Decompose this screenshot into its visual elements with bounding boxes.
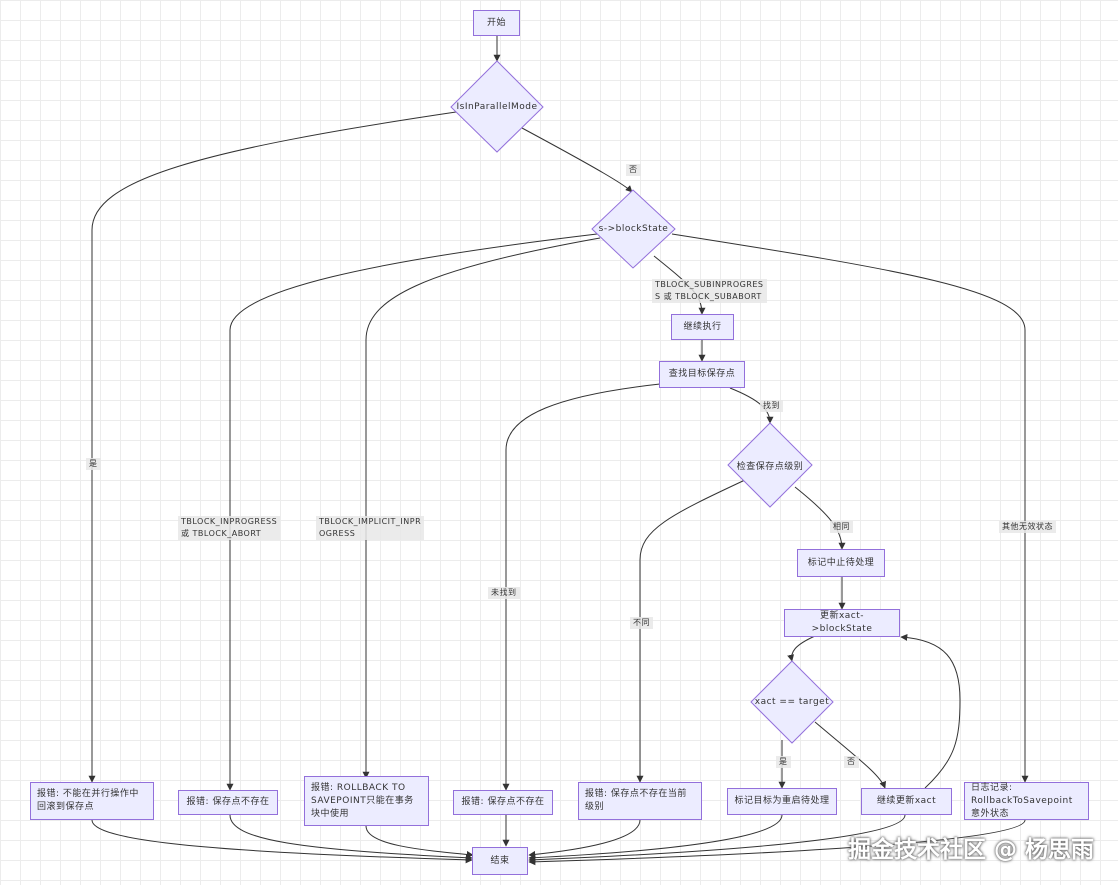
node-start: 开始 bbox=[473, 10, 520, 36]
edge-parallel-no bbox=[521, 127, 633, 193]
edge-check-diff bbox=[636, 479, 746, 783]
edge-update-loop bbox=[787, 635, 816, 662]
edge-state-other bbox=[671, 233, 1029, 783]
node-end: 结束 bbox=[472, 847, 528, 875]
decision-label-xact-target: xact == target bbox=[754, 697, 830, 707]
node-err-not-current-level: 报错: 保存点不存在当前级别 bbox=[578, 782, 702, 820]
edge-continue-back bbox=[900, 633, 961, 789]
edge-check-same bbox=[794, 486, 846, 550]
edge-restart-end bbox=[528, 814, 783, 862]
diamond-block-state bbox=[591, 189, 676, 269]
edge-err2-end bbox=[229, 814, 473, 862]
node-mark-abort-pending: 标记中止待处理 bbox=[797, 549, 885, 577]
decision-label-check-level: 检查保存点级别 bbox=[736, 461, 804, 472]
node-mark-restart-pending: 标记目标为重启待处理 bbox=[727, 788, 837, 815]
decision-label-block-state: s->blockState bbox=[598, 224, 669, 234]
node-continue-exec: 继续执行 bbox=[671, 314, 734, 340]
edge-err5-end bbox=[528, 819, 641, 858]
edge-label-different: 不同 bbox=[630, 617, 653, 629]
diamond-check-level bbox=[727, 422, 813, 508]
node-continue-update-xact: 继续更新xact bbox=[861, 788, 952, 815]
decision-label-is-parallel: IsInParallelMode bbox=[456, 102, 538, 112]
diamond-xact-target bbox=[750, 660, 834, 744]
edge-label-no: 否 bbox=[626, 164, 641, 176]
edge-label-subinprogress: TBLOCK_SUBINPROGRES S 或 TBLOCK_SUBABORT bbox=[652, 279, 767, 303]
edge-log-end bbox=[528, 819, 1026, 866]
edge-state-implicit bbox=[362, 237, 601, 779]
edge-label-implicit: TBLOCK_IMPLICIT_INPR OGRESS bbox=[316, 516, 425, 540]
edge-label-loop-no: 否 bbox=[844, 756, 859, 768]
edge-err1-end bbox=[91, 819, 473, 864]
edge-contupd-end bbox=[528, 814, 906, 864]
node-find-savepoint: 查找目标保存点 bbox=[659, 361, 745, 388]
edge-label-inprogress: TBLOCK_INPROGRESS 或 TBLOCK_ABORT bbox=[178, 516, 281, 540]
edge-label-found: 找到 bbox=[760, 400, 783, 412]
node-err-rollback-tx-block: 报错: ROLLBACK TO SAVEPOINT只能在事务块中使用 bbox=[304, 776, 429, 826]
node-log-rollback: 日志记录: RollbackToSavepoint意外状态 bbox=[964, 782, 1089, 820]
edge-label-other-invalid: 其他无效状态 bbox=[999, 521, 1056, 533]
node-err-not-found: 报错: 保存点不存在 bbox=[453, 790, 553, 815]
edge-xact-no bbox=[814, 721, 886, 789]
edge-parallel-yes bbox=[88, 111, 457, 783]
node-update-xact-state: 更新xact->blockState bbox=[784, 609, 900, 637]
edge-label-yes: 是 bbox=[86, 458, 101, 470]
edge-label-not-found: 未找到 bbox=[488, 587, 520, 599]
edge-label-same: 相同 bbox=[830, 521, 853, 533]
edge-state-inprogress bbox=[226, 233, 598, 791]
edge-label-loop-yes: 是 bbox=[776, 756, 791, 768]
edge-find-notfound bbox=[502, 383, 661, 791]
diamond-is-parallel bbox=[450, 60, 544, 153]
node-err-parallel: 报错: 不能在并行操作中回滚到保存点 bbox=[30, 782, 154, 820]
node-err-no-savepoint: 报错: 保存点不存在 bbox=[178, 790, 278, 815]
edge-err3-end bbox=[365, 825, 474, 858]
watermark: 掘金技术社区 @ 杨思雨 bbox=[847, 837, 1094, 863]
